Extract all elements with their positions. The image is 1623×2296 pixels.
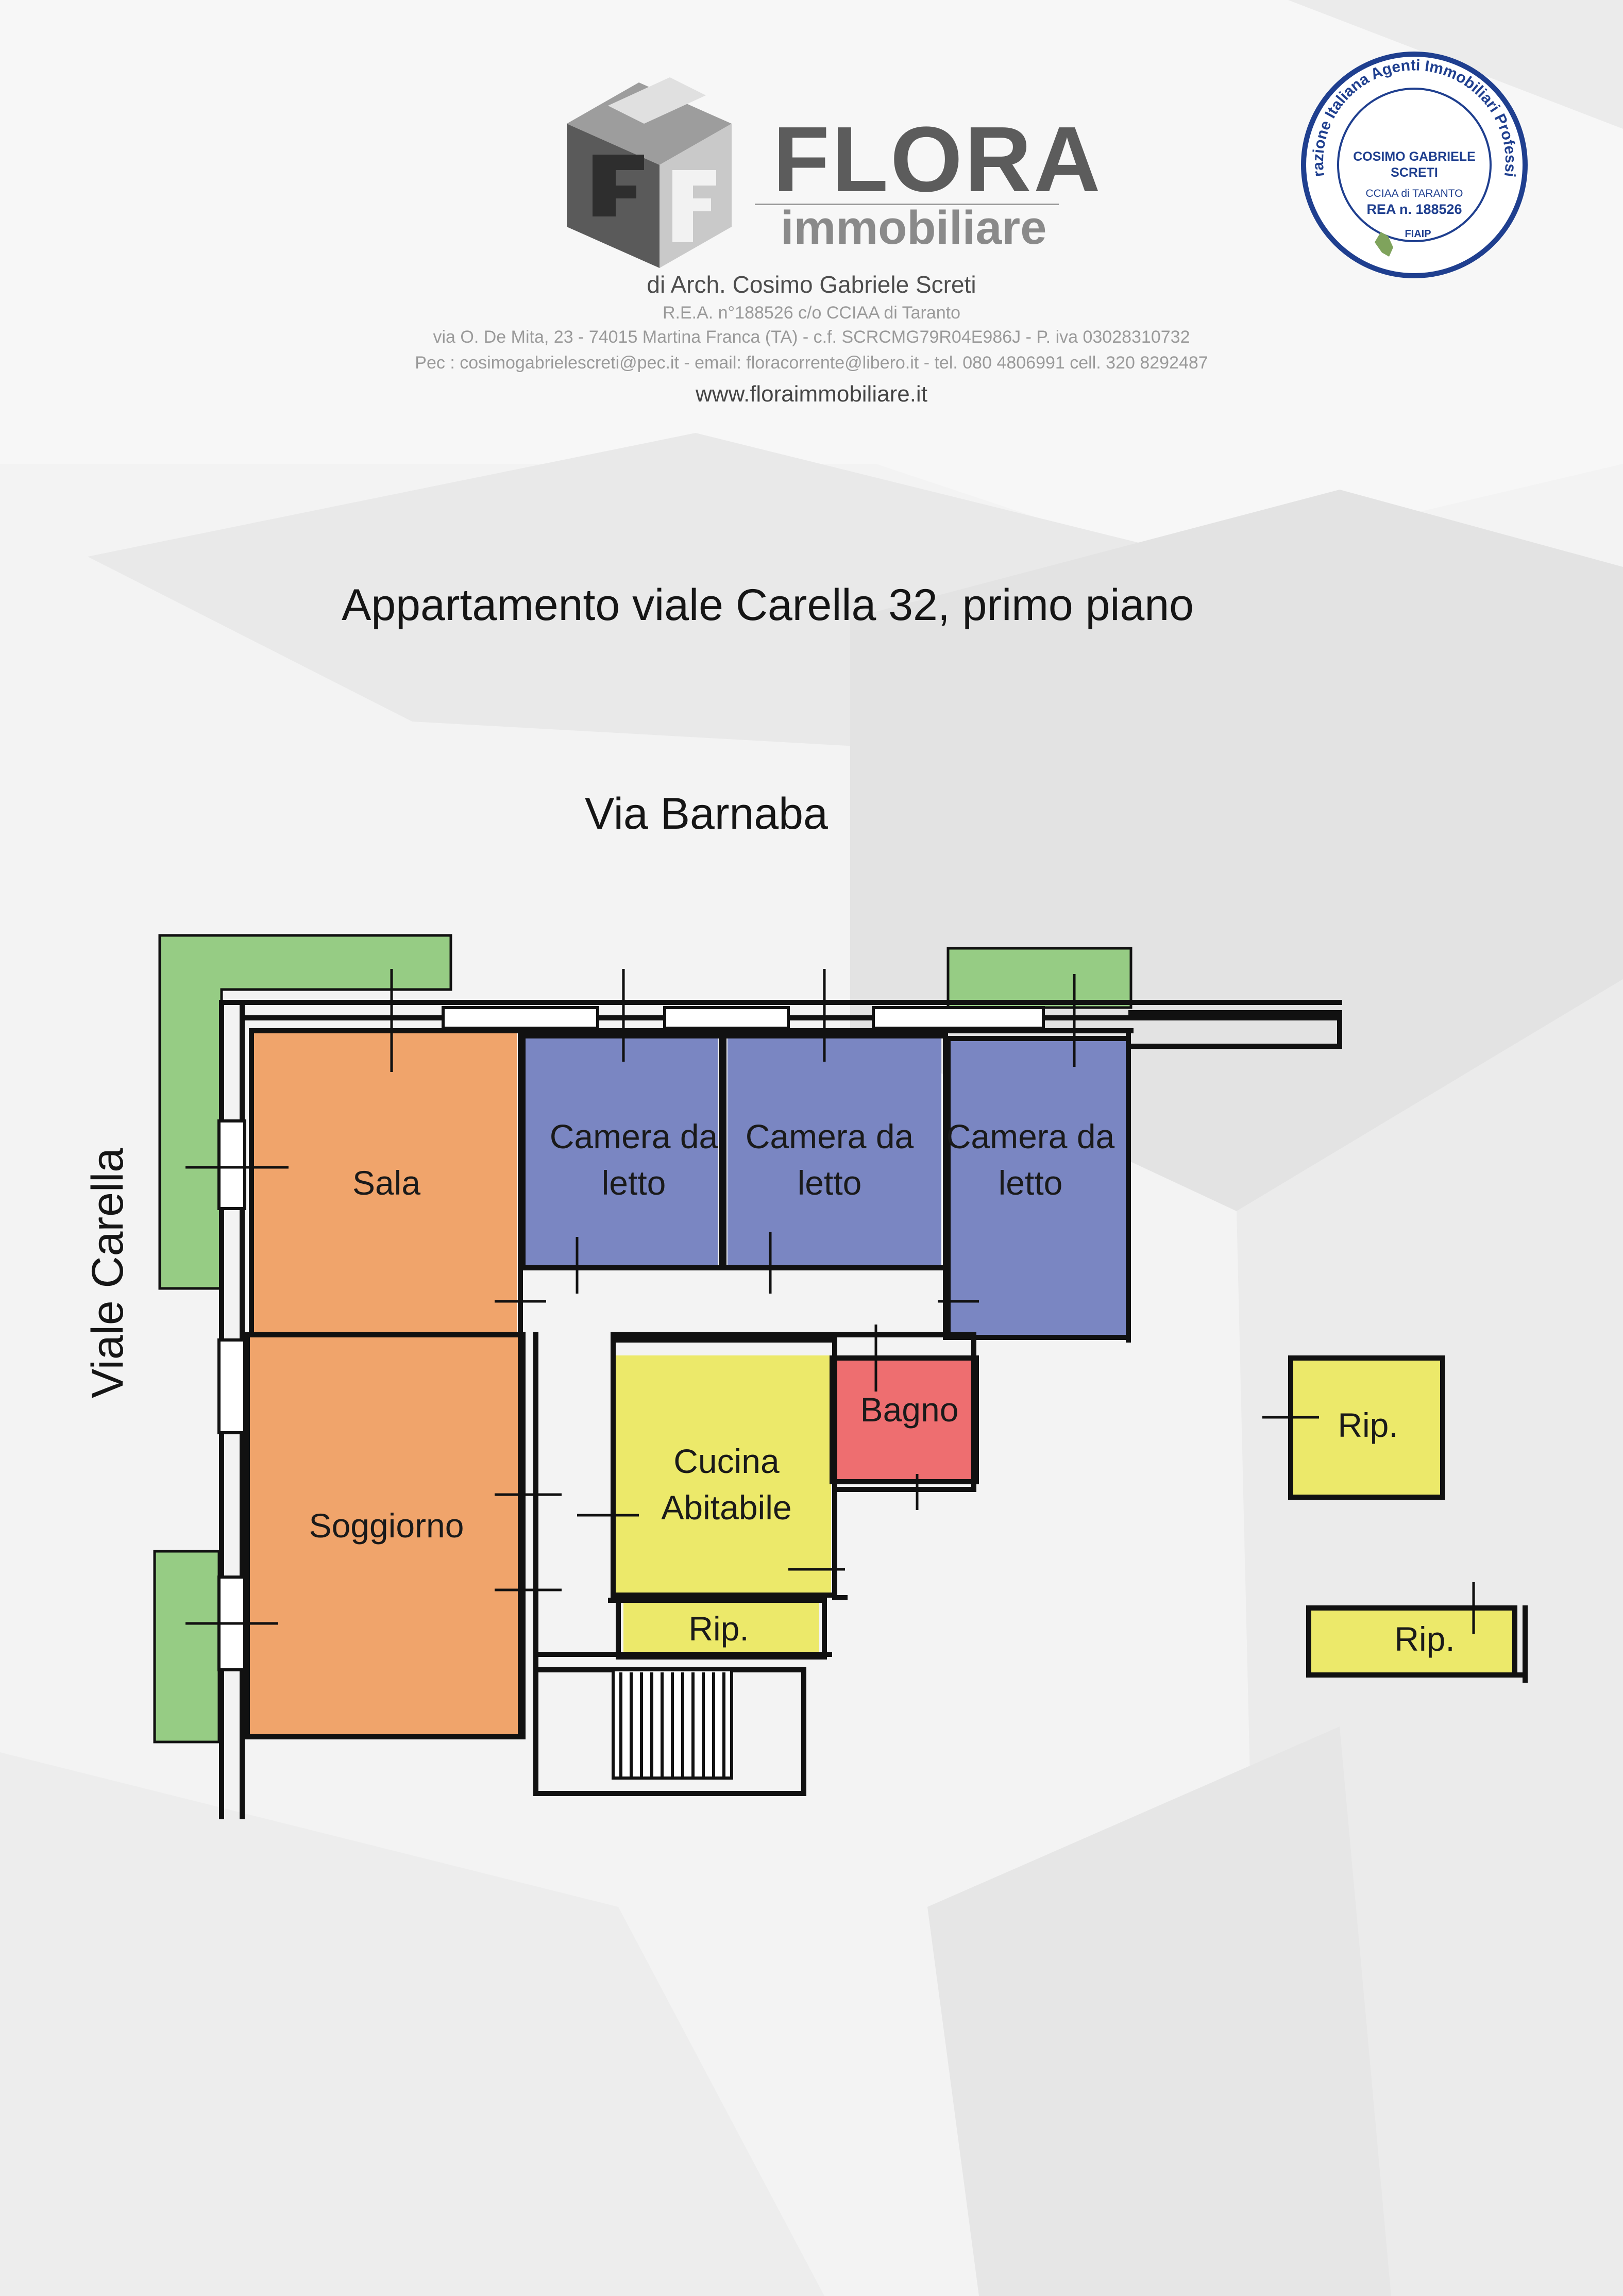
brand-subtitle: immobiliare bbox=[781, 202, 1047, 254]
brand-name: FLORA bbox=[773, 108, 1103, 211]
rea-info: R.E.A. n°188526 c/o CCIAA di Taranto bbox=[662, 303, 961, 323]
street-label-north: Via Barnaba bbox=[585, 789, 828, 839]
room-fill-camera-3 bbox=[951, 1041, 1126, 1335]
room-label-bagno: Bagno bbox=[860, 1390, 959, 1429]
italy-map-icon bbox=[1375, 232, 1393, 257]
staircase bbox=[612, 1668, 733, 1780]
room-fill-soggiorno bbox=[247, 1335, 523, 1734]
room-fill-camera-2 bbox=[728, 1038, 941, 1265]
room-fill-rip-2 bbox=[1293, 1361, 1440, 1495]
seal-rea: REA n. 188526 bbox=[1366, 202, 1462, 217]
street-label-west: Viale Carella bbox=[83, 1147, 132, 1399]
room-fill-rip-1 bbox=[623, 1603, 819, 1654]
room-label-camera-1: Camera da letto bbox=[549, 1117, 718, 1202]
flora-logo-icon bbox=[567, 77, 732, 268]
seal-logo-text: FIAIP bbox=[1405, 228, 1431, 240]
room-label-soggiorno: Soggiorno bbox=[309, 1506, 464, 1545]
plan-title: Appartamento viale Carella 32, primo pia… bbox=[341, 580, 1194, 630]
room-fill-sala bbox=[251, 1033, 517, 1335]
room-label-rip-3: Rip. bbox=[1394, 1620, 1455, 1658]
room-fill-camera-1 bbox=[525, 1038, 718, 1265]
seal-name-line1: COSIMO GABRIELE bbox=[1353, 149, 1476, 164]
room-fill-bagno bbox=[834, 1361, 977, 1479]
room-label-cucina: Cucina Abitabile bbox=[661, 1442, 792, 1527]
room-label-camera-3: Camera da letto bbox=[946, 1117, 1115, 1202]
room-label-sala: Sala bbox=[352, 1164, 421, 1202]
floor-plan bbox=[153, 934, 1528, 1819]
balcony-top-left bbox=[158, 934, 452, 1290]
company-contacts: Pec : cosimogabrielescreti@pec.it - emai… bbox=[415, 353, 1208, 373]
brand-divider bbox=[755, 204, 1059, 205]
room-label-rip-2: Rip. bbox=[1338, 1406, 1398, 1444]
seal-chamber: CCIAA di TARANTO bbox=[1365, 188, 1463, 199]
room-fill-rip-3 bbox=[1311, 1611, 1512, 1672]
room-label-rip-1: Rip. bbox=[688, 1610, 749, 1648]
room-fill-cucina bbox=[616, 1355, 831, 1593]
company-name: di Arch. Cosimo Gabriele Screti bbox=[647, 271, 976, 298]
balcony-bottom-left bbox=[153, 1550, 221, 1744]
website-link[interactable]: www.floraimmobiliare.it bbox=[696, 381, 927, 407]
balcony-top-right bbox=[946, 947, 1132, 1009]
company-address: via O. De Mita, 23 - 74015 Martina Franc… bbox=[433, 327, 1190, 347]
seal-name-line2: SCRETI bbox=[1391, 165, 1438, 180]
room-label-camera-2: Camera da letto bbox=[745, 1117, 914, 1202]
